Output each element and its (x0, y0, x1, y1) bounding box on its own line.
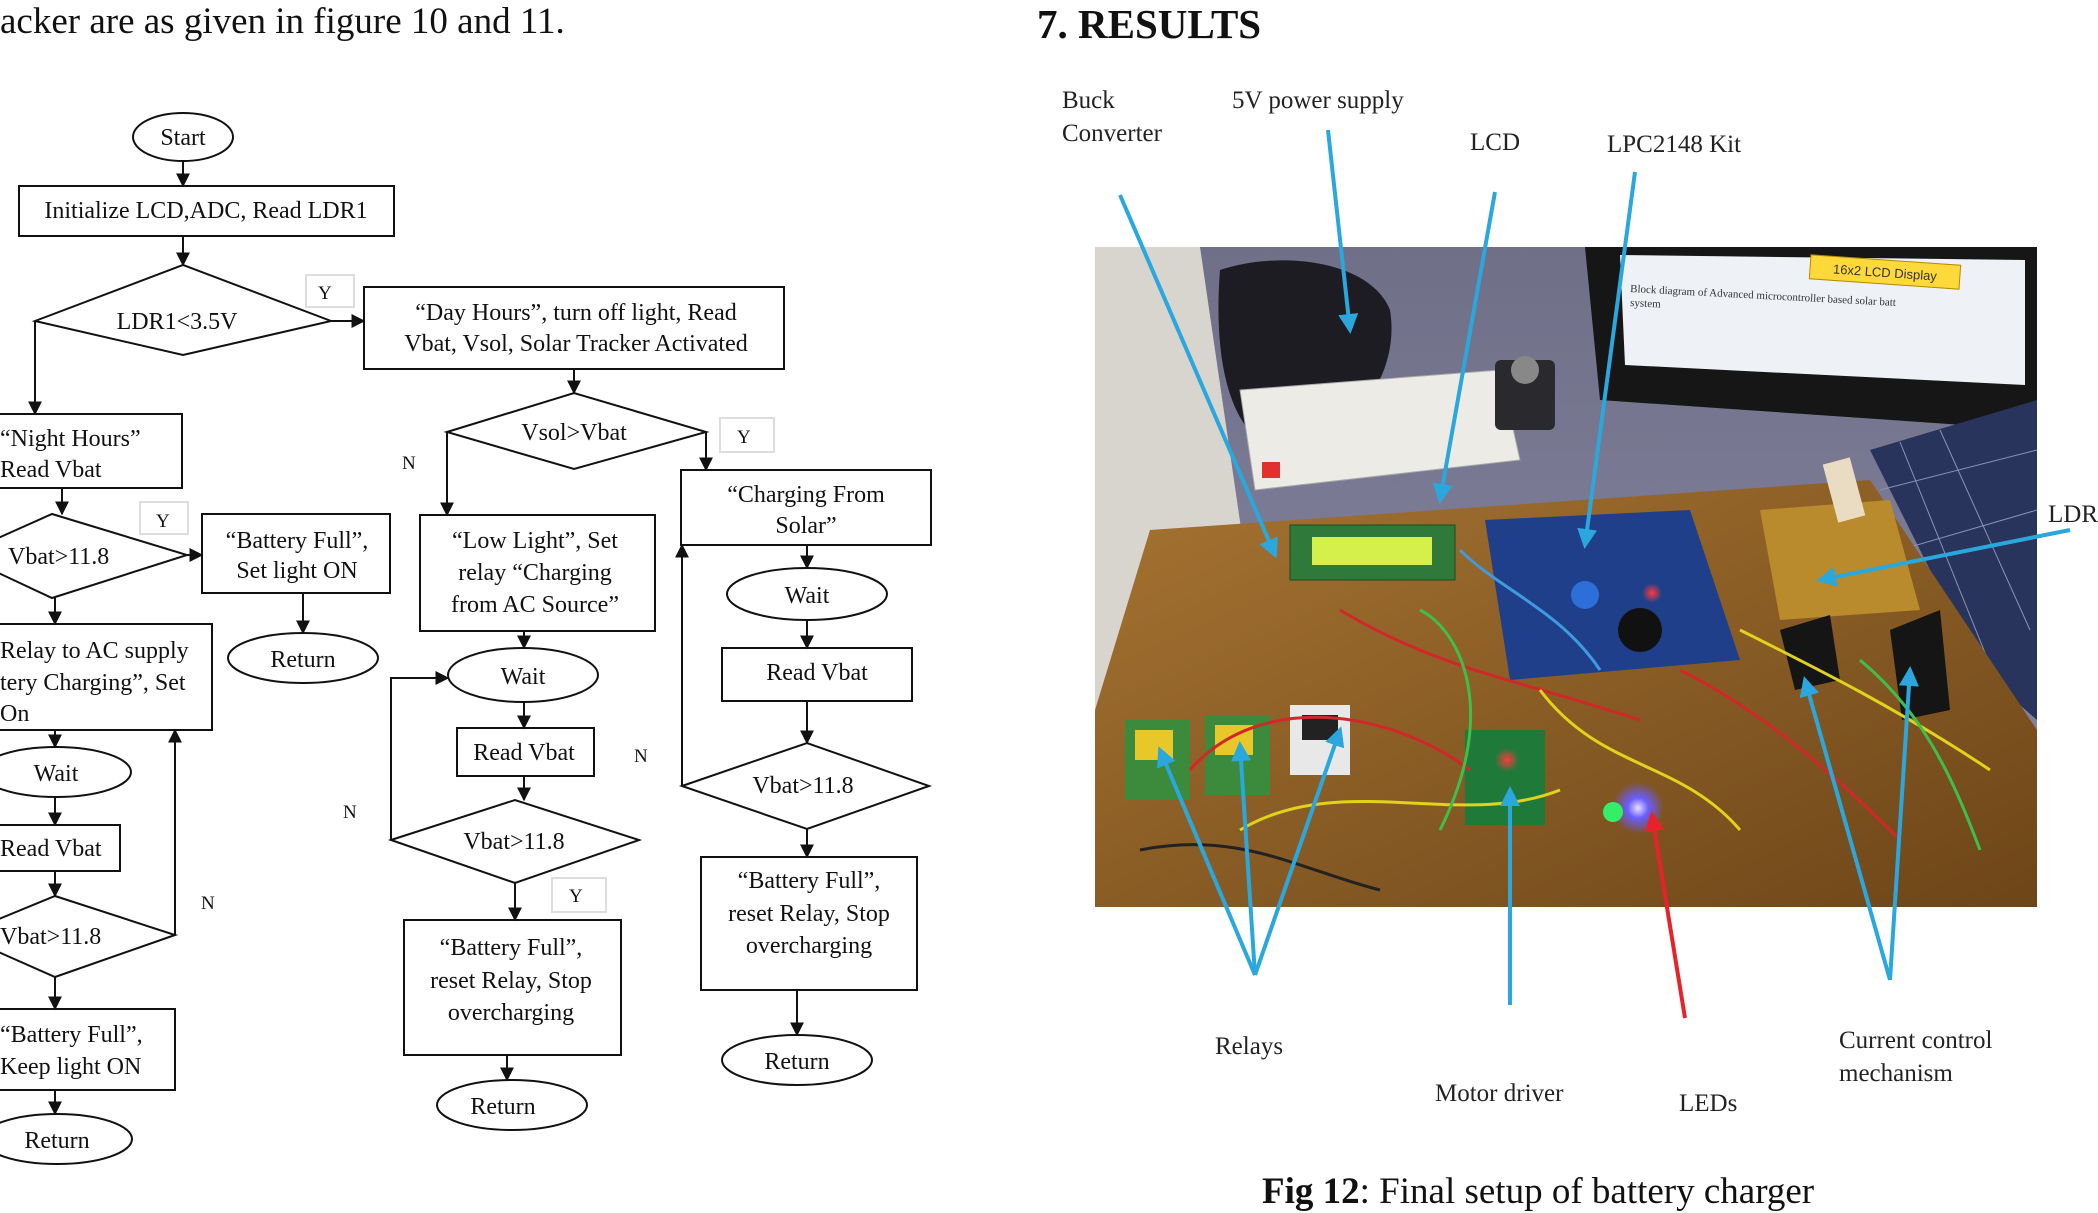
init-label: Initialize LCD,ADC, Read LDR1 (44, 198, 367, 224)
body-text-fragment: acker are as given in figure 10 and 11. (0, 1, 565, 42)
night-wait-label: Wait (34, 761, 79, 787)
night-vbat-loop-label: Vbat>11.8 (0, 924, 101, 950)
night-hours-box (0, 413, 183, 489)
battery-full-stop-ac-line3: overcharging (448, 1000, 574, 1026)
low-light-line2: relay “Charging (458, 560, 612, 586)
no-mark-solar: N (634, 746, 648, 767)
relays-arrow-2 (1231, 741, 1257, 976)
leds-arrow (1644, 811, 1687, 1019)
caption-label: Fig 12 (1262, 1171, 1360, 1212)
solar-vbat-label: Vbat>11.8 (752, 773, 853, 799)
yes-mark-night: Y (156, 511, 170, 532)
battery-full-light-line1: “Battery Full”, (226, 528, 369, 554)
init-box (18, 185, 395, 237)
callout-power-supply: 5V power supply (1232, 87, 1404, 114)
yes-mark-ldr: Y (318, 283, 332, 304)
current-arrow-1 (1799, 676, 1892, 981)
buck-arrow (1118, 194, 1278, 559)
battery-full-stop-solar-line3: overcharging (746, 933, 872, 959)
yes-mark-ac: Y (569, 886, 583, 907)
callout-buck-line2: Converter (1062, 120, 1162, 147)
night-hours-line1: “Night Hours” (0, 426, 141, 452)
night-hours-line2: Read Vbat (0, 457, 102, 483)
no-mark-ac: N (343, 802, 357, 823)
callout-buck-line1: Buck (1062, 87, 1115, 114)
callout-buck-converter: Buck Converter (1062, 84, 1162, 150)
battery-full-stop-ac-line2: reset Relay, Stop (430, 968, 592, 994)
night-return-label: Return (270, 647, 335, 673)
vsol-label: Vsol>Vbat (521, 420, 627, 446)
screen-text-line2: system (1630, 297, 1662, 311)
callout-current-control: Current control mechanism (1839, 1024, 1992, 1090)
solar-vbat-decision (678, 741, 933, 831)
callout-relays: Relays (1215, 1033, 1284, 1060)
low-light-box (419, 514, 656, 632)
ldr-label: LDR1<3.5V (117, 309, 239, 335)
charging-solar-line1: “Charging From (727, 482, 885, 508)
relays-arrow-1 (1157, 746, 1257, 976)
relay-ac-box (0, 623, 213, 731)
relays-arrow-3 (1253, 726, 1345, 976)
low-light-line1: “Low Light”, Set (452, 528, 618, 554)
low-light-line3: from AC Source” (451, 592, 619, 618)
no-mark-vsol: N (402, 453, 416, 474)
battery-full-stop-solar-line1: “Battery Full”, (738, 868, 881, 894)
battery-full-keep-line1: “Battery Full”, (0, 1022, 143, 1048)
figure-caption: Fig 12: Final setup of battery charger (1262, 1170, 1814, 1213)
psu-arrow (1326, 129, 1359, 334)
results-figure: 16x2 LCD Display Block diagram of Advanc… (1040, 70, 2098, 1117)
ac-return-label: Return (470, 1094, 535, 1120)
callout-current-line2: mechanism (1839, 1060, 1953, 1087)
section-heading: 7. RESULTS (1037, 1, 1262, 47)
battery-full-keep-line2: Keep light ON (0, 1054, 141, 1080)
solar-read-vbat-label: Read Vbat (766, 660, 868, 686)
relay-ac-line2: tery Charging”, Set (0, 670, 186, 696)
day-hours-line2: Vbat, Vsol, Solar Tracker Activated (404, 331, 748, 357)
callout-motor-driver: Motor driver (1435, 1080, 1564, 1107)
battery-full-stop-solar-line2: reset Relay, Stop (728, 901, 890, 927)
yes-mark-vsol: Y (737, 427, 751, 448)
hardware-photo: 16x2 LCD Display Block diagram of Advanc… (1095, 129, 2071, 1019)
callout-lcd: LCD (1470, 129, 1520, 156)
callout-lpc2148-kit: LPC2148 Kit (1607, 131, 1742, 158)
night-read-vbat-label: Read Vbat (0, 836, 102, 862)
battery-full-stop-ac-line1: “Battery Full”, (440, 935, 583, 961)
battery-full-keep-box (0, 1008, 176, 1091)
night-vbat-label: Vbat>11.8 (8, 544, 109, 570)
ac-vbat-label: Vbat>11.8 (463, 829, 564, 855)
relay-ac-line3: On (0, 701, 29, 727)
caption-text: : Final setup of battery charger (1359, 1171, 1815, 1212)
night-final-return-label: Return (24, 1128, 89, 1154)
solar-wait-label: Wait (785, 583, 830, 609)
start-label: Start (160, 125, 206, 151)
day-hours-line1: “Day Hours”, turn off light, Read (415, 300, 736, 326)
ldr-arrow (1816, 528, 2071, 587)
callout-current-line1: Current control (1839, 1027, 1993, 1054)
flowchart: Start Initialize LCD,ADC, Read LDR1 LDR1… (0, 112, 933, 1165)
solar-read-vbat-box (721, 647, 913, 702)
current-arrow-2 (1888, 666, 1919, 981)
callout-leds: LEDs (1679, 1090, 1738, 1117)
photo-scene: 16x2 LCD Display Block diagram of Advanc… (1095, 247, 2038, 907)
solar-return-label: Return (764, 1049, 829, 1075)
lcd-arrow (1432, 191, 1497, 504)
battery-full-light-line2: Set light ON (236, 558, 357, 584)
charging-solar-line2: Solar” (775, 513, 836, 539)
ac-wait-label: Wait (501, 664, 546, 690)
relay-ac-line1: Relay to AC supply (0, 638, 189, 664)
no-mark-night: N (201, 893, 215, 914)
kit-arrow (1577, 171, 1637, 549)
callout-ldr: LDR (2048, 501, 2098, 528)
ac-vbat-decision (387, 798, 643, 885)
ac-read-vbat-label: Read Vbat (473, 740, 575, 766)
lcd-banner-text: 16x2 LCD Display (1833, 261, 1938, 283)
